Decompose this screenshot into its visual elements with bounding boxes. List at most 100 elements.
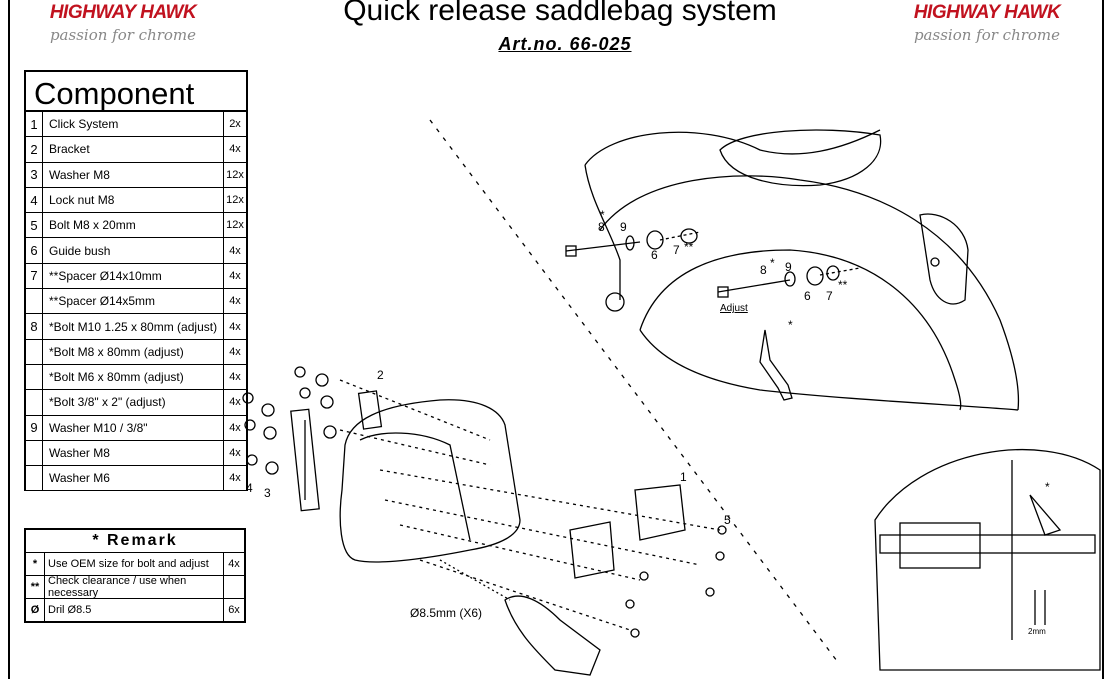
component-description: Bolt M8 x 20mm xyxy=(43,213,224,238)
detail-bolt xyxy=(879,534,1096,554)
callout-star: * xyxy=(600,208,605,222)
component-number: 8 xyxy=(26,314,43,339)
page-title: Quick release saddlebag system xyxy=(343,0,777,27)
component-table-title: Component xyxy=(26,72,246,112)
component-number xyxy=(26,466,43,491)
component-description: Guide bush xyxy=(43,238,224,263)
component-number xyxy=(26,390,43,415)
article-number: Art.no. 66-025 xyxy=(498,34,632,54)
remark-symbol: * xyxy=(26,553,45,575)
fender-bracket xyxy=(919,213,969,305)
callout-2: 2 xyxy=(377,368,384,382)
callout-6: 6 xyxy=(804,289,811,303)
component-number: 1 xyxy=(26,112,43,137)
fender-inner xyxy=(639,249,962,411)
logo-right: HIGHWAY HAWK passion for chrome xyxy=(892,0,1082,62)
component-number: 5 xyxy=(26,213,43,238)
click-system xyxy=(569,521,615,579)
component-quantity: 12x xyxy=(226,168,244,181)
callout-doublestar: ** xyxy=(684,240,694,254)
component-quantity: 4x xyxy=(229,269,241,282)
fender-hole xyxy=(930,257,940,267)
component-description: **Spacer Ø14x5mm xyxy=(43,289,224,314)
bracket xyxy=(357,390,383,430)
detail-dimension: 2mm xyxy=(1028,627,1046,636)
component-quantity: 4x xyxy=(229,396,241,409)
remark-description: Use OEM size for bolt and adjust xyxy=(45,553,224,575)
logo-brand: HIGHWAY HAWK xyxy=(49,2,197,23)
component-quantity: 4x xyxy=(229,447,241,459)
component-description: Lock nut M8 xyxy=(43,187,224,213)
click-system xyxy=(634,484,686,541)
callout-7: 7 xyxy=(826,289,833,303)
component-quantity: 4x xyxy=(229,345,241,358)
component-number: 2 xyxy=(26,137,43,162)
remark-symbol: ** xyxy=(26,576,45,598)
remark-quantity: 6x xyxy=(228,604,240,616)
component-row: *Bolt M8 x 80mm (adjust)4x xyxy=(26,339,246,365)
seat-pad xyxy=(719,129,882,187)
callout-9: 9 xyxy=(785,260,792,274)
adjust-label: Adjust xyxy=(720,303,748,314)
component-number: 6 xyxy=(26,238,43,263)
fender-top xyxy=(599,175,1020,411)
saddlebag-outline xyxy=(339,399,521,563)
callout-5: 5 xyxy=(724,513,731,527)
callout-6: 6 xyxy=(651,248,658,262)
page-frame xyxy=(8,0,1104,679)
component-description: *Bolt M10 1.25 x 80mm (adjust) xyxy=(43,314,224,339)
component-description: Click System xyxy=(43,112,224,137)
frame-knob xyxy=(605,292,625,312)
component-description: *Bolt 3/8" x 2" (adjust) xyxy=(43,390,224,415)
component-description: Washer M8 xyxy=(43,162,224,187)
component-row: 8*Bolt M10 1.25 x 80mm (adjust)4x xyxy=(26,314,246,340)
bracket xyxy=(290,408,320,512)
component-number xyxy=(26,339,43,364)
remark-table: * Remark *Use OEM size for bolt and adju… xyxy=(24,528,246,623)
component-quantity: 4x xyxy=(229,295,241,308)
component-description: Washer M6 xyxy=(43,466,224,491)
logo-brand: HIGHWAY HAWK xyxy=(913,2,1061,23)
component-quantity: 2x xyxy=(229,118,241,131)
component-number xyxy=(26,440,43,466)
component-number xyxy=(26,364,43,390)
callout-7: 7 xyxy=(673,243,680,257)
fender-bottom xyxy=(639,329,1019,411)
component-row: **Spacer Ø14x5mm 4x xyxy=(26,289,246,315)
frame-rail xyxy=(584,164,621,300)
component-description: Bracket xyxy=(43,137,224,162)
component-row: *Bolt 3/8" x 2" (adjust) 4x xyxy=(26,390,246,416)
component-description: *Bolt M6 x 80mm (adjust) xyxy=(43,364,224,390)
component-number: 3 xyxy=(26,162,43,187)
detail-view xyxy=(874,448,1101,671)
callout-8: 8 xyxy=(760,263,767,277)
callout-4: 4 xyxy=(246,481,253,495)
callout-9: 9 xyxy=(620,220,627,234)
component-quantity: 4x xyxy=(229,472,241,485)
logo-left: HIGHWAY HAWK passion for chrome xyxy=(28,0,218,62)
callout-star: * xyxy=(788,318,793,332)
component-quantity: 4x xyxy=(229,143,241,156)
divider-line xyxy=(429,119,841,666)
component-quantity: 4x xyxy=(229,371,241,384)
callout-1: 1 xyxy=(680,470,687,484)
component-row: Washer M6 4x xyxy=(26,466,246,492)
remark-description: Dril Ø8.5 xyxy=(45,599,224,621)
logo-tagline: passion for chrome xyxy=(49,26,197,44)
remark-table-title: * Remark xyxy=(26,530,244,553)
drill xyxy=(504,595,601,676)
callout-doublestar: ** xyxy=(838,278,848,292)
remark-row: **Check clearance / use when necessary xyxy=(26,575,244,599)
